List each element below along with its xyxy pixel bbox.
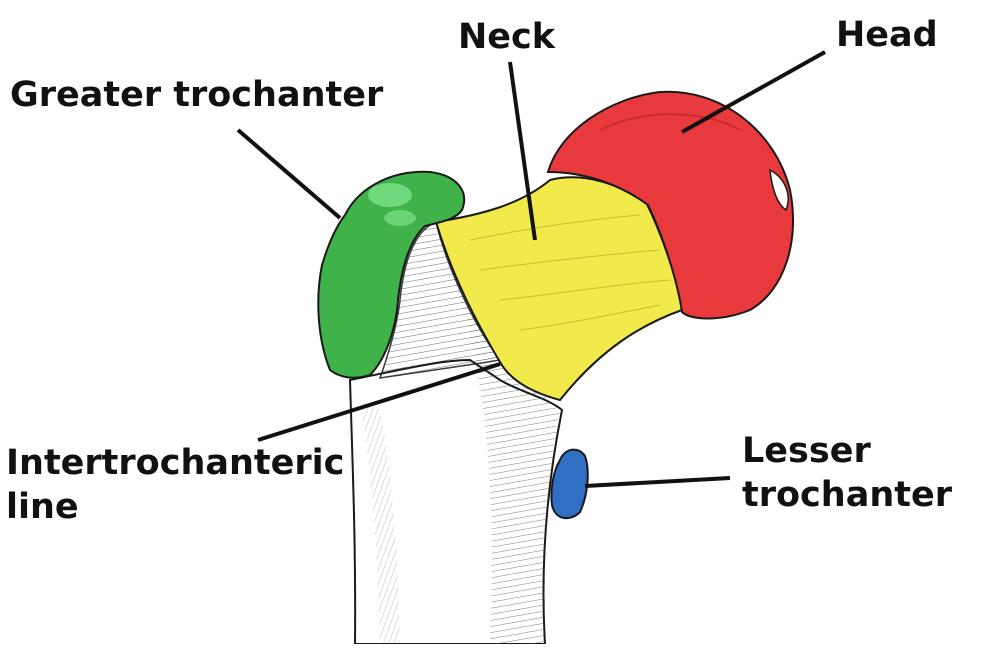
- shaft-shading: [440, 240, 560, 644]
- head-fovea: [769, 168, 789, 212]
- greater-trochanter-highlight: [368, 183, 412, 207]
- lesser-trochanter: [550, 448, 589, 520]
- leader-line-greater-trochanter: [236, 128, 342, 220]
- label-intertrochanteric-line: Intertrochanteric line: [6, 443, 345, 527]
- label-head: Head: [836, 15, 938, 55]
- greater-trochanter: [317, 170, 466, 379]
- leader-line-neck: [508, 61, 537, 241]
- label-lesser-trochanter: Lesser trochanter: [742, 431, 952, 515]
- leader-line-intertrochanteric: [257, 362, 501, 442]
- shaft-shading-left: [360, 400, 400, 644]
- greater-trochanter-highlight-2: [384, 210, 416, 226]
- neck-texture: [469, 214, 671, 331]
- femoral-head: [546, 90, 794, 320]
- leader-line-head: [681, 50, 826, 134]
- label-neck: Neck: [458, 17, 556, 57]
- label-greater-trochanter: Greater trochanter: [10, 75, 384, 115]
- leader-line-lesser-trochanter: [584, 476, 731, 488]
- head-shading: [599, 113, 741, 131]
